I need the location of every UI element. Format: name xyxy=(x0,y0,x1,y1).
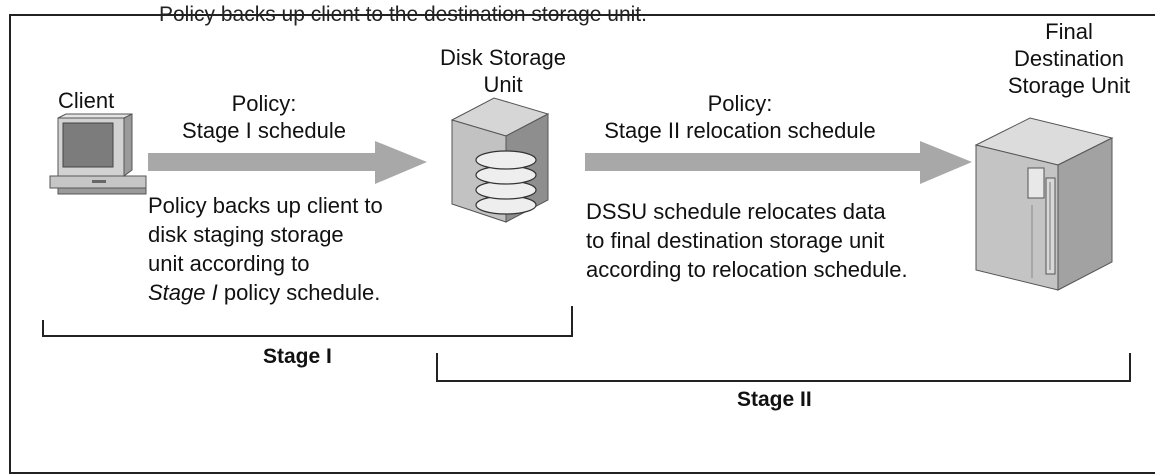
disk-storage-unit-icon xyxy=(450,97,550,223)
stage1-description: Policy backs up client to disk staging s… xyxy=(148,193,383,305)
stage2-bracket xyxy=(436,353,1131,382)
final-destination-label: Final Destination Storage Unit xyxy=(1007,19,1131,98)
stage2-arrow xyxy=(585,141,972,184)
client-computer-icon xyxy=(49,113,147,195)
client-label: Client xyxy=(58,88,115,113)
stage1-label: Stage I xyxy=(263,345,332,368)
stage2-label: Stage II xyxy=(737,388,812,411)
stage1-policy-label: Policy: Stage I schedule xyxy=(182,91,346,143)
diagram-graphics xyxy=(42,97,1131,382)
stage1-arrow xyxy=(148,141,427,184)
stage1-bracket xyxy=(42,306,573,337)
clipped-header-text: Policy backs up client to the destinatio… xyxy=(159,3,647,26)
stage2-description: DSSU schedule relocates data to final de… xyxy=(586,199,908,282)
stage2-policy-label: Policy: Stage II relocation schedule xyxy=(604,91,876,143)
final-destination-storage-unit-icon xyxy=(974,117,1114,291)
dssu-label: Disk Storage Unit xyxy=(440,45,566,97)
